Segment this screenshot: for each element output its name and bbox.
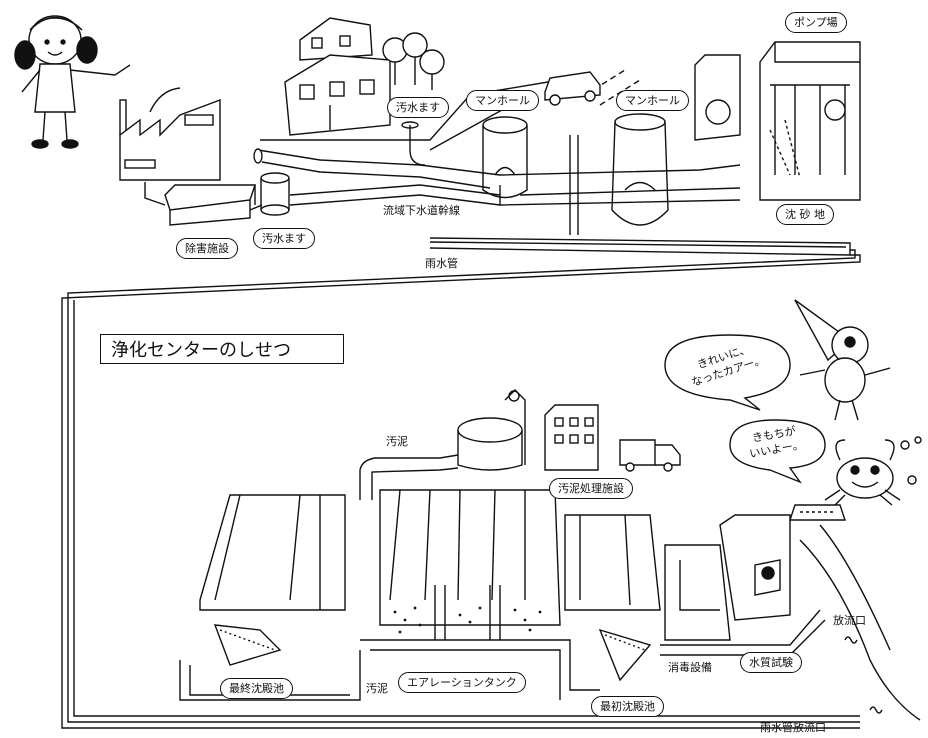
disinfection-unit — [664, 544, 731, 641]
pump-station — [694, 41, 861, 201]
label-grit-chamber: 沈 砂 地 — [776, 204, 834, 225]
return-sludge-pipe — [360, 639, 600, 691]
pipe-basin — [249, 204, 263, 211]
lower-pipe — [179, 650, 361, 701]
girl-icon — [14, 15, 131, 149]
storm-bypass-pipe — [61, 249, 861, 729]
final-clarifier-tank — [199, 494, 346, 666]
bird-speech-bubble — [664, 334, 791, 411]
label-pretreatment: 除害施設 — [176, 238, 238, 259]
factory-icon — [119, 87, 221, 181]
manhole-shaft-2 — [611, 113, 669, 226]
ground-line — [260, 79, 561, 141]
label-trunk-sewer: 流域下水道幹線 — [383, 204, 460, 217]
label-water-test: 水質試験 — [740, 652, 802, 673]
label-outfall: 放流口 — [833, 614, 866, 627]
label-storm-outfall: 雨水管放流口 — [760, 721, 826, 734]
car-icon — [544, 71, 601, 106]
label-aeration-tank: エアレーションタンク — [398, 672, 526, 693]
crab-icon — [824, 436, 922, 506]
outfall-structure — [789, 504, 921, 721]
label-sludge-bottom: 汚泥 — [366, 682, 388, 695]
crab-speech-bubble — [729, 419, 826, 484]
label-sewage-basin-1: 汚水ます — [387, 97, 449, 118]
sludge-digester — [457, 389, 526, 471]
house-icon — [284, 17, 391, 136]
label-sludge-top: 汚泥 — [386, 435, 408, 448]
storm-pipe-top — [429, 237, 851, 256]
basin-pipe — [409, 125, 426, 166]
truck-icon — [619, 439, 681, 472]
primary-clarifier-tank — [564, 514, 661, 682]
manhole-shaft-1 — [482, 116, 528, 199]
label-disinfection: 消毒設備 — [668, 661, 712, 674]
label-sludge-facility: 汚泥処理施設 — [549, 478, 633, 499]
sludge-pipe — [359, 454, 459, 500]
pretreatment-tank — [164, 184, 256, 226]
bird-icon — [794, 299, 891, 421]
aeration-tank — [379, 489, 561, 640]
sludge-building — [544, 404, 599, 471]
pipe-factory — [144, 182, 166, 206]
water-test-building — [719, 514, 791, 621]
sewer-pipe — [253, 148, 741, 206]
label-manhole-1: マンホール — [466, 90, 539, 111]
sewage-basin-small — [260, 172, 290, 216]
label-sewage-basin-2: 汚水ます — [253, 228, 315, 249]
label-manhole-2: マンホール — [616, 90, 689, 111]
label-storm-pipe: 雨水管 — [425, 257, 458, 270]
effluent-pipe — [660, 609, 821, 646]
label-primary-clarifier: 最初沈殿池 — [591, 696, 664, 717]
label-pump-station: ポンプ場 — [785, 12, 847, 33]
center-title: 浄化センターのしせつ — [100, 334, 344, 364]
vertical-pipe — [569, 135, 579, 235]
label-final-clarifier: 最終沈殿池 — [220, 678, 293, 699]
tree-icon — [382, 32, 445, 90]
